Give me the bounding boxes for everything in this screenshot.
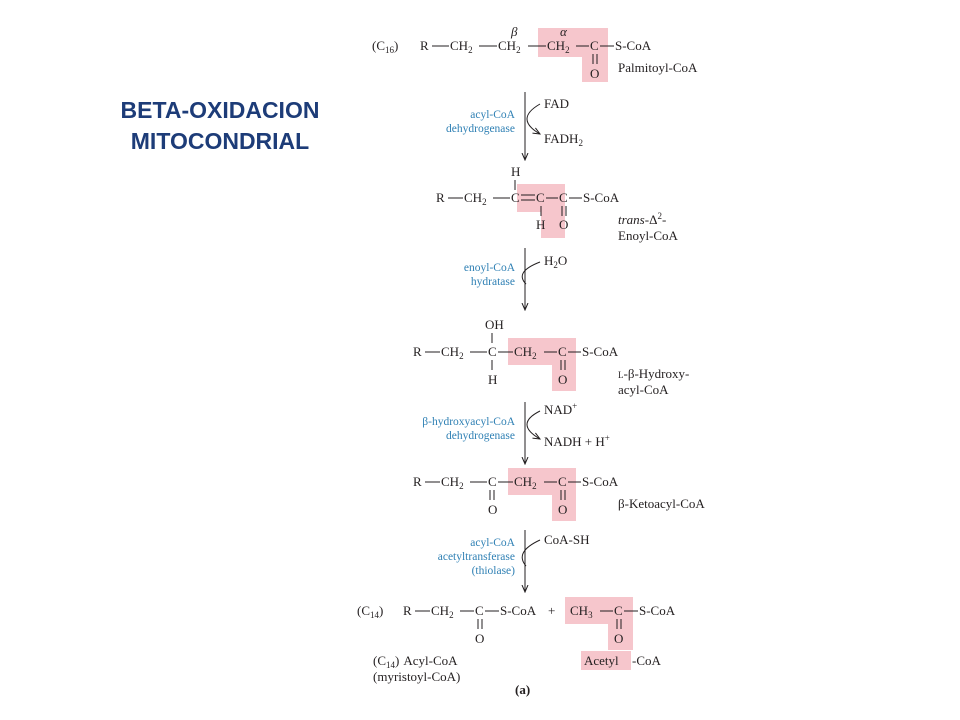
label-alpha: α [560,24,568,39]
atom-r: R [403,603,412,618]
cofactor-coash: CoA-SH [544,532,590,547]
atom-c-beta-keto: C [488,474,497,489]
step-acyl-coa-dehydrogenase: acyl-CoA dehydrogenase FAD FADH2 [446,92,583,160]
slide-title: BETA-OXIDACION MITOCONDRIAL [70,95,370,157]
group-scoa-acyl: S-CoA [500,603,537,618]
highlight-ketoacyl [508,468,576,521]
atom-c-carbonyl-acyl: C [475,603,484,618]
enzyme-enoyl-coa-hydratase-2: hydratase [471,276,515,288]
atom-c-beta: C [488,344,497,359]
atom-ch3: CH3 [570,603,593,620]
cofactor-h2o: H2O [544,253,567,270]
highlight-hydroxyacyl [508,338,576,391]
chain-length-c16: (C16) [372,38,398,55]
cofactor-fadh2: FADH2 [544,131,583,148]
cofactor-fad: FAD [544,96,569,111]
atom-c-carbonyl: C [558,344,567,359]
title-line-2: MITOCONDRIAL [130,128,310,154]
atom-ch2-beta: CH2 [498,38,521,55]
atom-oxygen-carbonyl: O [558,502,567,517]
molecule-palmitoyl-coa: (C16) R CH2 CH2 β CH2 α C S-CoA O Palmit… [372,24,698,82]
atom-oxygen: O [590,66,599,81]
molecule-name-enoyl-line1: trans-Δ2- [618,211,666,227]
atom-c-carbonyl: C [558,474,567,489]
atom-ch2: CH2 [464,190,487,207]
molecule-hydroxyacyl-coa: R CH2 C CH2 C S-CoA OH H O L-β-Hydroxy- … [413,317,689,397]
step-enoyl-coa-hydratase: enoyl-CoA hydratase H2O [464,248,567,310]
figure-label: (a) [515,682,530,697]
enzyme-enoyl-coa-hydratase-1: enoyl-CoA [464,262,516,274]
group-scoa-acetyl: S-CoA [639,603,676,618]
atom-h-top: H [511,164,520,179]
molecule-name-hydroxyacyl-line1: L-β-Hydroxy- [618,366,689,381]
atom-h-bottom: H [536,217,545,232]
enzyme-acyl-coa-dehydrogenase-1: acyl-CoA [470,109,515,121]
atom-c-carbonyl: C [559,190,568,205]
molecule-name-enoyl-line2: Enoyl-CoA [618,228,679,243]
plus-sign: + [548,603,555,618]
atom-ch2-alpha: CH2 [547,38,570,55]
molecule-name-ketoacyl-coa: β-Ketoacyl-CoA [618,496,705,511]
enzyme-hydroxyacyl-coa-dehydrogenase-1: β-hydroxyacyl-CoA [422,416,515,428]
atom-oxygen-keto: O [488,502,497,517]
molecule-name-hydroxyacyl-line2: acyl-CoA [618,382,669,397]
molecule-name-acetyl-suffix: -CoA [632,653,662,668]
atom-r: R [420,38,429,53]
atom-r: R [436,190,445,205]
group-scoa: S-CoA [583,190,620,205]
step-thiolase: acyl-CoA acetyltransferase (thiolase) Co… [438,530,590,592]
title-line-1: BETA-OXIDACION [120,97,320,123]
atom-h-bottom: H [488,372,497,387]
enzyme-thiolase-1: acyl-CoA [470,537,515,549]
atom-ch2-1: CH2 [441,344,464,361]
atom-r: R [413,344,422,359]
molecule-ketoacyl-coa: R CH2 C CH2 C S-CoA O O β-Ketoacyl-CoA [413,468,705,521]
highlight-palmitoyl [538,28,608,82]
cofactor-nad: NAD+ [544,401,577,417]
products: (C14) R CH2 C S-CoA O + CH3 C S-CoA O (C… [357,597,676,697]
atom-c-carbonyl-acetyl: C [614,603,623,618]
group-scoa: S-CoA [582,474,619,489]
atom-oxygen: O [559,217,568,232]
step-hydroxyacyl-coa-dehydrogenase: β-hydroxyacyl-CoA dehydrogenase NAD+ NAD… [422,401,610,464]
atom-r: R [413,474,422,489]
enzyme-thiolase-3: (thiolase) [472,565,516,577]
enzyme-acyl-coa-dehydrogenase-2: dehydrogenase [446,123,515,135]
molecule-name-acyl-coa: (C14)Acyl-CoA [373,653,458,670]
atom-ch2: CH2 [431,603,454,620]
molecule-name-myristoyl-coa: (myristoyl-CoA) [373,669,460,684]
molecule-name-acetyl: Acetyl [584,653,619,668]
atom-ch2-alpha: CH2 [514,344,537,361]
atom-c-carbonyl: C [590,38,599,53]
atom-oxygen-acetyl: O [614,631,623,646]
atom-ch2-alpha: CH2 [514,474,537,491]
atom-oh: OH [485,317,504,332]
atom-ch2-1: CH2 [450,38,473,55]
enzyme-hydroxyacyl-coa-dehydrogenase-2: dehydrogenase [446,430,515,442]
highlight-acetyl-group [565,597,633,650]
cofactor-nadh: NADH + H+ [544,433,610,449]
atom-oxygen: O [558,372,567,387]
molecule-name-palmitoyl-coa: Palmitoyl-CoA [618,60,698,75]
highlight-acetyl-name [581,651,631,670]
atom-c-alpha: C [536,190,545,205]
group-scoa: S-CoA [615,38,652,53]
chain-length-c14: (C14) [357,603,383,620]
atom-ch2-1: CH2 [441,474,464,491]
atom-c-beta: C [511,190,520,205]
molecule-enoyl-coa: R CH2 C C C S-CoA H H O trans-Δ2- Enoyl-… [436,164,679,243]
enzyme-thiolase-2: acetyltransferase [438,551,515,563]
group-scoa: S-CoA [582,344,619,359]
atom-oxygen-acyl: O [475,631,484,646]
label-beta: β [510,24,518,39]
